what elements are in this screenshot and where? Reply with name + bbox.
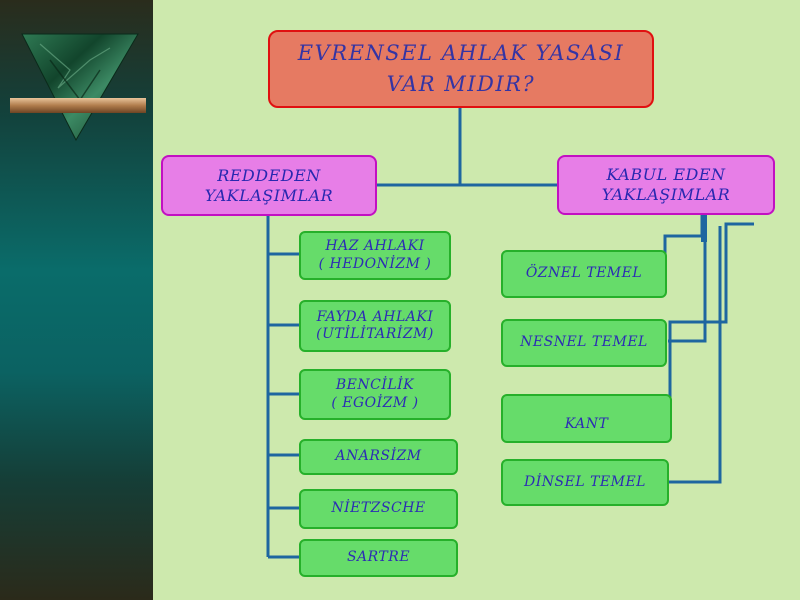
- religious-basis-box: DİNSEL TEMEL: [501, 459, 669, 506]
- utilitarianism-box: FAYDA AHLAKI (UTİLİTARİZM): [299, 300, 451, 352]
- reject-approaches-box: REDDEDEN YAKLAŞIMLAR: [161, 155, 377, 216]
- triangle-emblem-icon: [10, 33, 146, 142]
- kant-box: KANT: [501, 394, 672, 443]
- connector-accept-3: [668, 222, 754, 415]
- subjective-basis-box: ÖZNEL TEMEL: [501, 250, 667, 298]
- main-question: EVRENSEL AHLAK YASASI VAR MIDIR?: [268, 30, 654, 108]
- anarchism-box: ANARSİZM: [299, 439, 458, 475]
- nietzsche-box: NİETZSCHE: [299, 489, 458, 529]
- connector-accept-2: [668, 218, 707, 343]
- accept-approaches-box: KABUL EDEN YAKLAŞIMLAR: [557, 155, 775, 215]
- hedonism-box: HAZ AHLAKI ( HEDONİZM ): [299, 231, 451, 280]
- objective-basis-box: NESNEL TEMEL: [501, 319, 667, 367]
- connector-accept-1: [663, 214, 704, 272]
- sartre-box: SARTRE: [299, 539, 458, 577]
- connector-accept-4: [668, 226, 722, 484]
- connector-accept-notch: [701, 212, 707, 242]
- egoism-box: BENCİLİK ( EGOİZM ): [299, 369, 451, 420]
- decorative-sidebar: [0, 0, 153, 600]
